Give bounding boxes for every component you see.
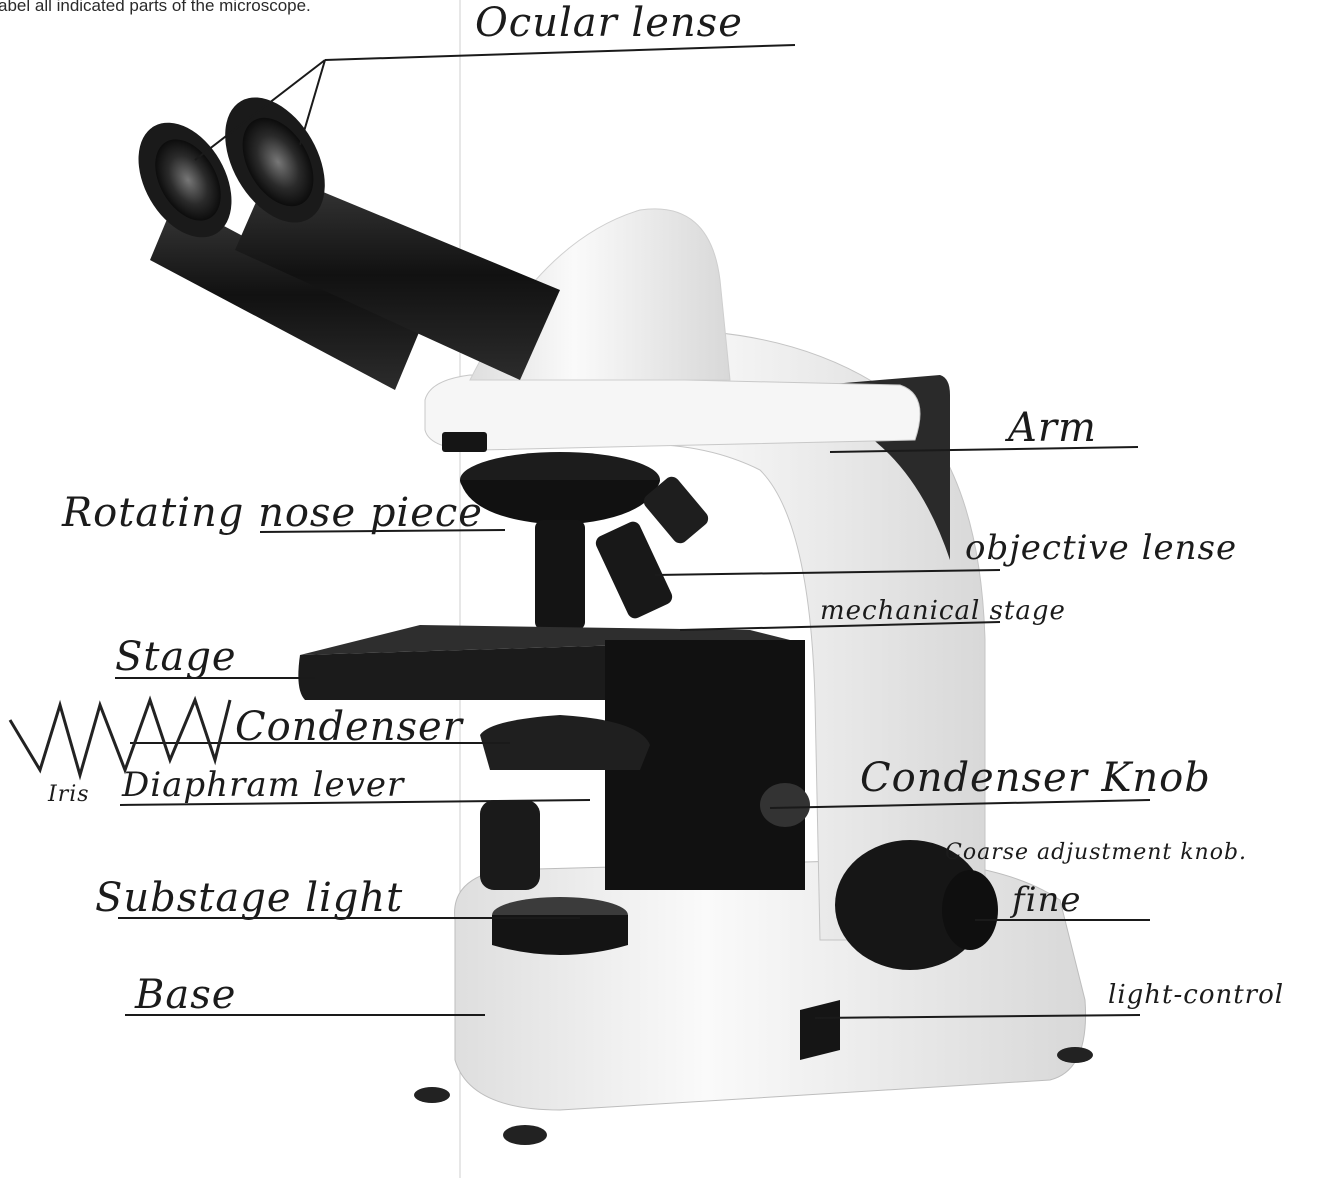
instruction-text: abel all indicated parts of the microsco… xyxy=(0,0,311,16)
objective-2 xyxy=(593,519,675,621)
fine-knob xyxy=(942,870,998,950)
base-foot-right xyxy=(1057,1047,1093,1063)
label-coarse-knob: Coarse adjustment knob. xyxy=(945,840,1247,865)
label-mechanical-stage: mechanical stage xyxy=(820,596,1066,626)
label-substage-light: Substage light xyxy=(95,875,403,921)
head-housing xyxy=(425,375,920,450)
base-foot-left xyxy=(414,1087,450,1103)
label-light-control: light-control xyxy=(1108,980,1284,1010)
substage-light-body xyxy=(492,915,628,955)
base-foot-mid xyxy=(503,1125,547,1145)
label-condenser: Condenser xyxy=(235,704,463,750)
label-iris-diaphragm: Diaphram lever xyxy=(122,765,404,805)
condenser-knob xyxy=(760,783,810,827)
label-iris-prefix: Iris xyxy=(48,782,90,807)
label-stage: Stage xyxy=(115,634,237,680)
scribble xyxy=(10,700,230,775)
light-control-switch xyxy=(800,1000,840,1060)
coarse-knob-left xyxy=(480,800,540,890)
label-arm: Arm xyxy=(1008,405,1097,451)
label-condenser-knob: Condenser Knob xyxy=(860,755,1211,801)
label-base: Base xyxy=(135,972,236,1018)
objective-1 xyxy=(535,520,585,630)
leader-ocular xyxy=(325,45,795,60)
label-objective: objective lense xyxy=(965,528,1237,568)
label-ocular: Ocular lense xyxy=(475,0,743,46)
label-nosepiece: Rotating nose piece xyxy=(62,490,483,536)
label-fine: fine xyxy=(1012,880,1081,920)
head-knob xyxy=(442,432,487,452)
